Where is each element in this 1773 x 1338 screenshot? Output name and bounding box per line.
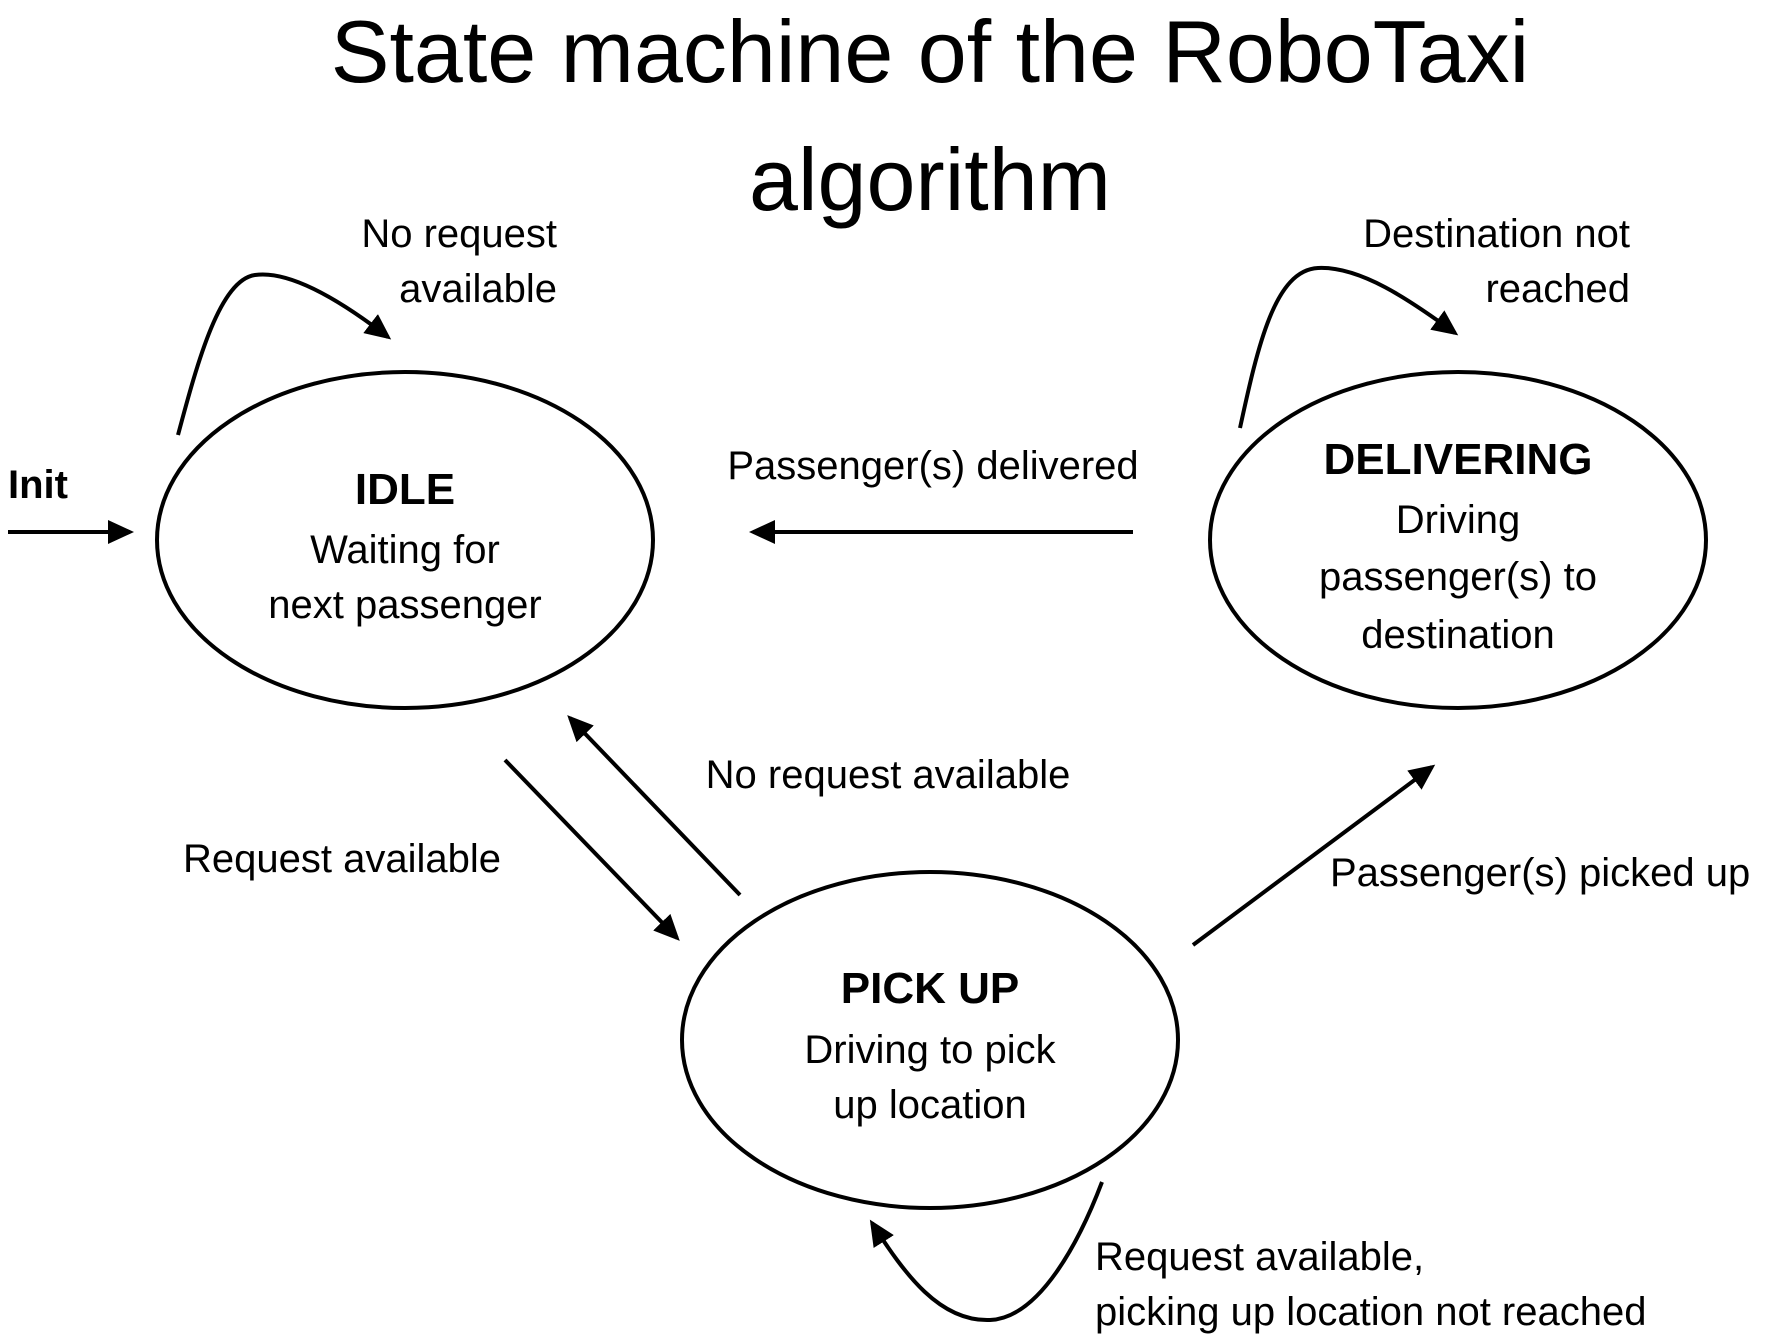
pickup-to-delivering-arrow	[1191, 764, 1436, 947]
pickup-to-idle-arrow	[567, 715, 742, 897]
state-idle-desc-line1: Waiting for	[310, 528, 500, 572]
pickup-to-idle-label: No request available	[706, 753, 1071, 797]
idle-self-loop-label-line2: available	[399, 267, 557, 311]
state-idle-ellipse	[155, 370, 655, 710]
idle-self-loop-label-line1: No request	[361, 212, 557, 256]
state-pickup: PICK UP Driving to pick up location	[680, 870, 1180, 1210]
state-delivering: DELIVERING Driving passenger(s) to desti…	[1208, 370, 1708, 710]
pickup-self-loop-label-line1: Request available,	[1095, 1235, 1424, 1279]
state-delivering-ellipse	[1208, 370, 1708, 710]
diagram-title-line1: State machine of the RoboTaxi	[331, 2, 1529, 101]
state-pickup-name: PICK UP	[841, 964, 1019, 1013]
state-pickup-desc-line1: Driving to pick	[804, 1028, 1056, 1072]
state-idle-desc-line2: next passenger	[268, 583, 542, 627]
idle-to-pickup-label: Request available	[183, 837, 501, 881]
pickup-self-loop-label-line2: picking up location not reached	[1095, 1290, 1646, 1334]
state-delivering-desc-line1: Driving	[1396, 498, 1520, 542]
state-delivering-desc-line2: passenger(s) to	[1319, 555, 1597, 599]
pickup-to-delivering-label: Passenger(s) picked up	[1330, 851, 1750, 895]
delivering-self-loop-arrow	[1238, 265, 1459, 429]
pickup-self-loop-arrow	[869, 1181, 1104, 1323]
delivering-self-loop-label-line1: Destination not	[1363, 212, 1630, 256]
state-delivering-name: DELIVERING	[1324, 435, 1593, 484]
state-pickup-desc-line2: up location	[833, 1083, 1026, 1127]
idle-to-pickup-arrow	[503, 758, 680, 941]
state-delivering-desc-line3: destination	[1361, 613, 1554, 657]
state-idle: IDLE Waiting for next passenger	[155, 370, 655, 710]
diagram-title-line2: algorithm	[749, 130, 1111, 229]
delivering-to-idle-label: Passenger(s) delivered	[727, 444, 1138, 488]
delivering-self-loop-label-line2: reached	[1485, 267, 1630, 311]
state-idle-name: IDLE	[355, 465, 455, 514]
init-label: Init	[8, 463, 68, 507]
state-pickup-ellipse	[680, 870, 1180, 1210]
idle-self-loop-arrow	[176, 272, 392, 436]
